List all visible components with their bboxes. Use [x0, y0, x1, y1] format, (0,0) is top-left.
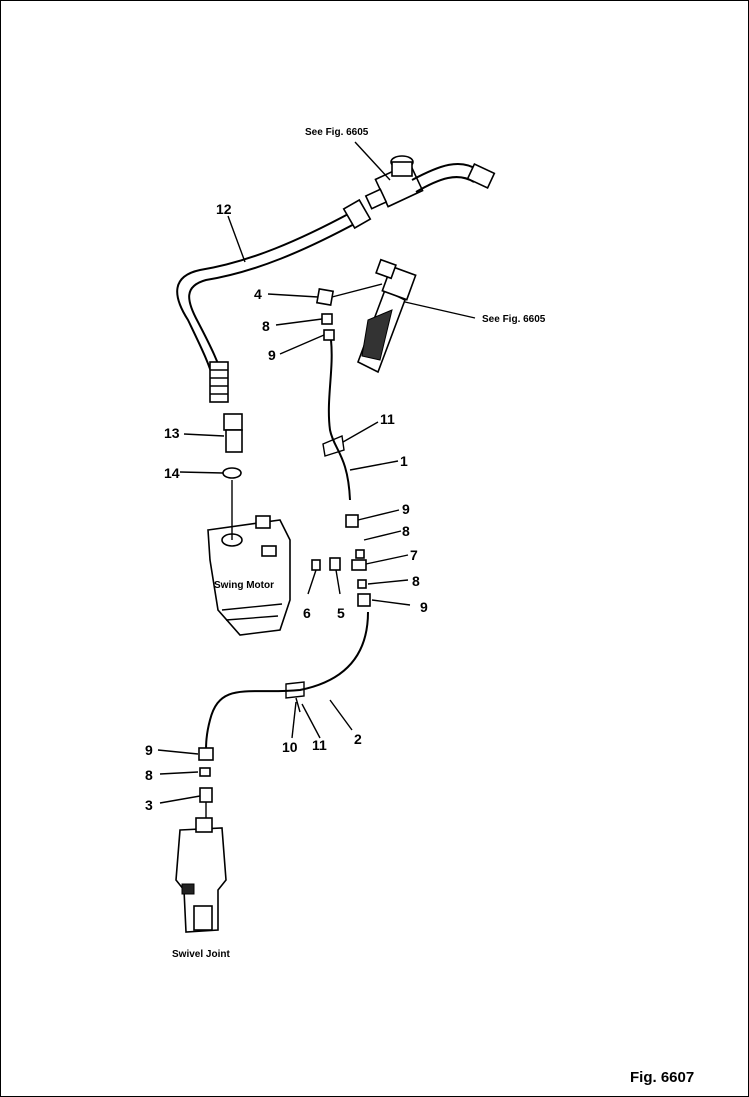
- fittings-stack: [311, 549, 371, 607]
- callout-9-b: 9: [402, 501, 410, 517]
- callout-9: 9: [268, 347, 276, 363]
- callout-6: 6: [303, 605, 311, 621]
- tube-1: [315, 283, 383, 528]
- callout-11: 11: [380, 411, 395, 427]
- figure-number: Fig. 6607: [630, 1069, 694, 1086]
- callout-2: 2: [354, 731, 362, 747]
- see-fig-top-label: See Fig. 6605: [305, 127, 369, 138]
- callout-7: 7: [410, 547, 418, 563]
- swing-motor: [207, 515, 291, 636]
- callout-8-d: 8: [145, 767, 153, 783]
- swing-motor-label: Swing Motor: [214, 580, 274, 591]
- callout-5: 5: [337, 605, 345, 621]
- callout-14: 14: [164, 465, 180, 481]
- callout-11-b: 11: [312, 737, 327, 753]
- cylinder-right: [356, 258, 417, 374]
- callout-8: 8: [262, 318, 270, 334]
- hose-12: [176, 198, 372, 403]
- callout-9-d: 9: [145, 742, 153, 758]
- callout-9-c: 9: [420, 599, 428, 615]
- tee-block-top: [364, 155, 496, 210]
- callout-3: 3: [145, 797, 153, 813]
- callout-4: 4: [254, 286, 262, 302]
- callout-1: 1: [400, 453, 408, 469]
- tube-2: [205, 611, 369, 753]
- swivel-joint: [175, 817, 227, 933]
- callout-8-b: 8: [402, 523, 410, 539]
- callout-12: 12: [216, 201, 232, 217]
- part-13-14: [222, 413, 243, 540]
- callout-8-c: 8: [412, 573, 420, 589]
- callout-10: 10: [282, 739, 298, 755]
- see-fig-right-label: See Fig. 6605: [482, 314, 546, 325]
- leader-lines: [157, 141, 476, 804]
- swivel-joint-label: Swivel Joint: [172, 949, 230, 960]
- swivel-fittings: [198, 747, 214, 820]
- callout-13: 13: [164, 425, 180, 441]
